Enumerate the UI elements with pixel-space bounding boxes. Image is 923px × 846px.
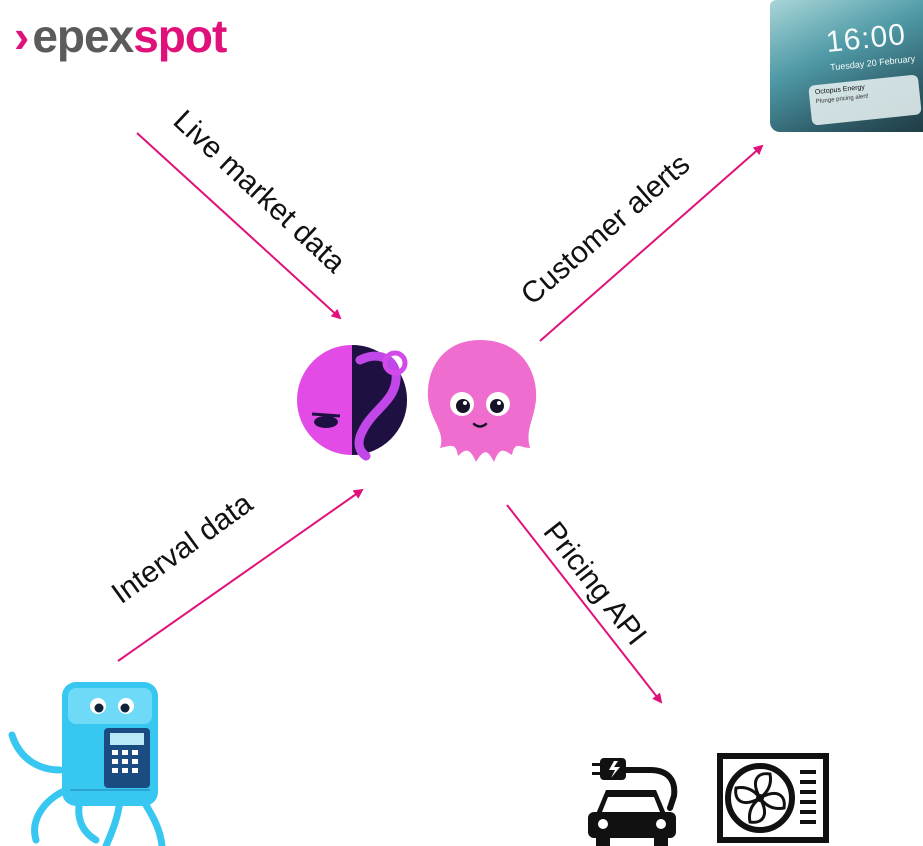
arrow-customer-alerts [539, 144, 764, 342]
epexspot-chevron-icon: › [14, 10, 29, 62]
logo-word-epex: epex [32, 10, 134, 62]
phone-lockscreen-icon: 16:00 Tuesday 20 February Octopus Energy… [770, 0, 923, 132]
heat-pump-icon [717, 753, 829, 843]
arrow-pricing-api [506, 504, 663, 704]
arrow-interval-data [117, 488, 364, 662]
arrow-live-market-data [136, 132, 342, 320]
ev-charging-icon [588, 758, 678, 846]
smart-meter-mascot-icon [8, 682, 166, 846]
epexspot-logo: ›epexspot [14, 6, 227, 66]
octopus-mascot-icon [427, 340, 537, 462]
logo-word-spot: spot [133, 10, 227, 62]
kraken-logo-icon [297, 345, 408, 461]
